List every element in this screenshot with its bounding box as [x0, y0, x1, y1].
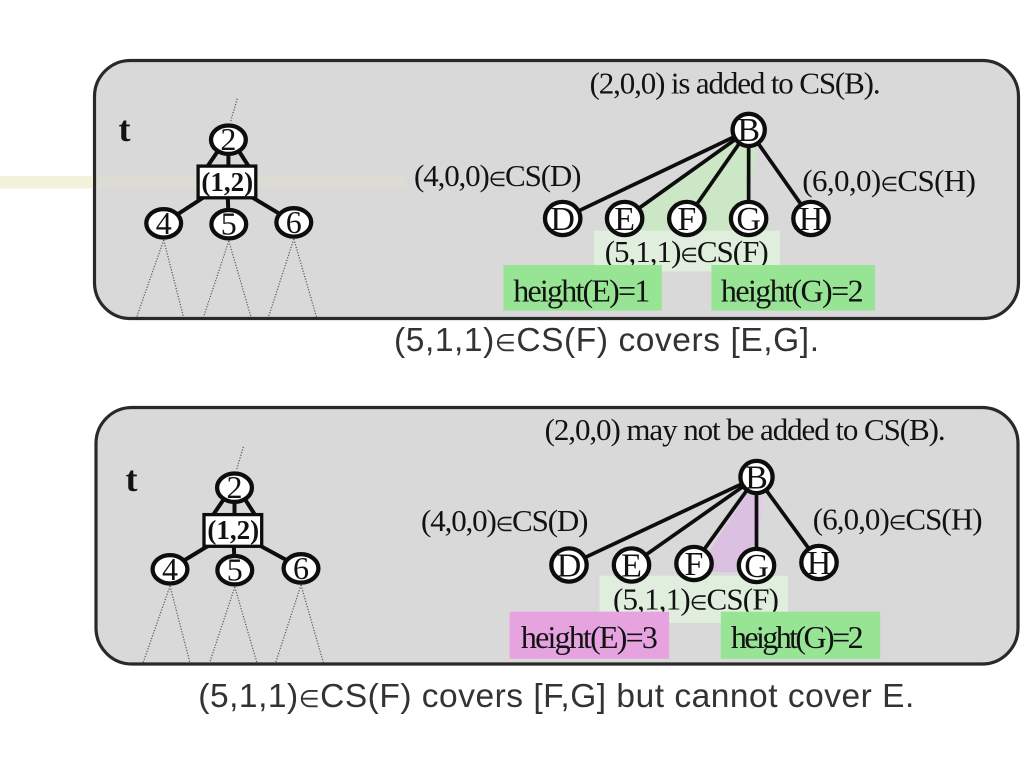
svg-text:5: 5	[221, 206, 237, 242]
svg-text:2: 2	[227, 469, 243, 505]
svg-text:(5,1,1)∈CS(F): (5,1,1)∈CS(F)	[605, 234, 769, 269]
svg-text:2: 2	[220, 121, 236, 157]
svg-text:H: H	[807, 545, 832, 582]
svg-text:(2,0,0) is added to CS(B).: (2,0,0) is added to CS(B).	[590, 66, 881, 101]
svg-text:(5,1,1)∈CS(F) covers [E,G].: (5,1,1)∈CS(F) covers [E,G].	[394, 322, 819, 359]
svg-text:4: 4	[162, 551, 178, 587]
svg-text:D: D	[557, 547, 582, 584]
svg-text:E: E	[621, 547, 642, 584]
svg-text:t: t	[126, 459, 138, 499]
svg-text:(5,1,1)∈CS(F) covers [F,G] but: (5,1,1)∈CS(F) covers [F,G] but cannot co…	[198, 678, 914, 715]
svg-text:B: B	[737, 112, 760, 149]
svg-text:5: 5	[227, 552, 243, 588]
svg-text:E: E	[614, 201, 635, 238]
svg-text:H: H	[799, 201, 824, 238]
svg-text:(1,2): (1,2)	[207, 515, 259, 545]
svg-text:F: F	[677, 201, 696, 238]
svg-text:4: 4	[156, 205, 172, 241]
svg-text:(2,0,0) may not be added to CS: (2,0,0) may not be added to CS(B).	[545, 412, 946, 447]
svg-text:6: 6	[286, 204, 302, 240]
svg-text:height(E)=3: height(E)=3	[521, 619, 658, 655]
svg-text:G: G	[744, 548, 769, 585]
svg-text:G: G	[736, 201, 761, 238]
svg-text:t: t	[119, 109, 131, 149]
svg-text:D: D	[550, 201, 575, 238]
svg-text:6: 6	[293, 550, 309, 586]
svg-text:(1,2): (1,2)	[201, 167, 253, 197]
svg-text:height(G)=2: height(G)=2	[721, 273, 864, 309]
svg-text:height(E)=1: height(E)=1	[513, 273, 650, 309]
svg-text:B: B	[745, 459, 768, 496]
svg-text:F: F	[685, 546, 704, 583]
svg-text:height(G)=2: height(G)=2	[731, 619, 864, 655]
